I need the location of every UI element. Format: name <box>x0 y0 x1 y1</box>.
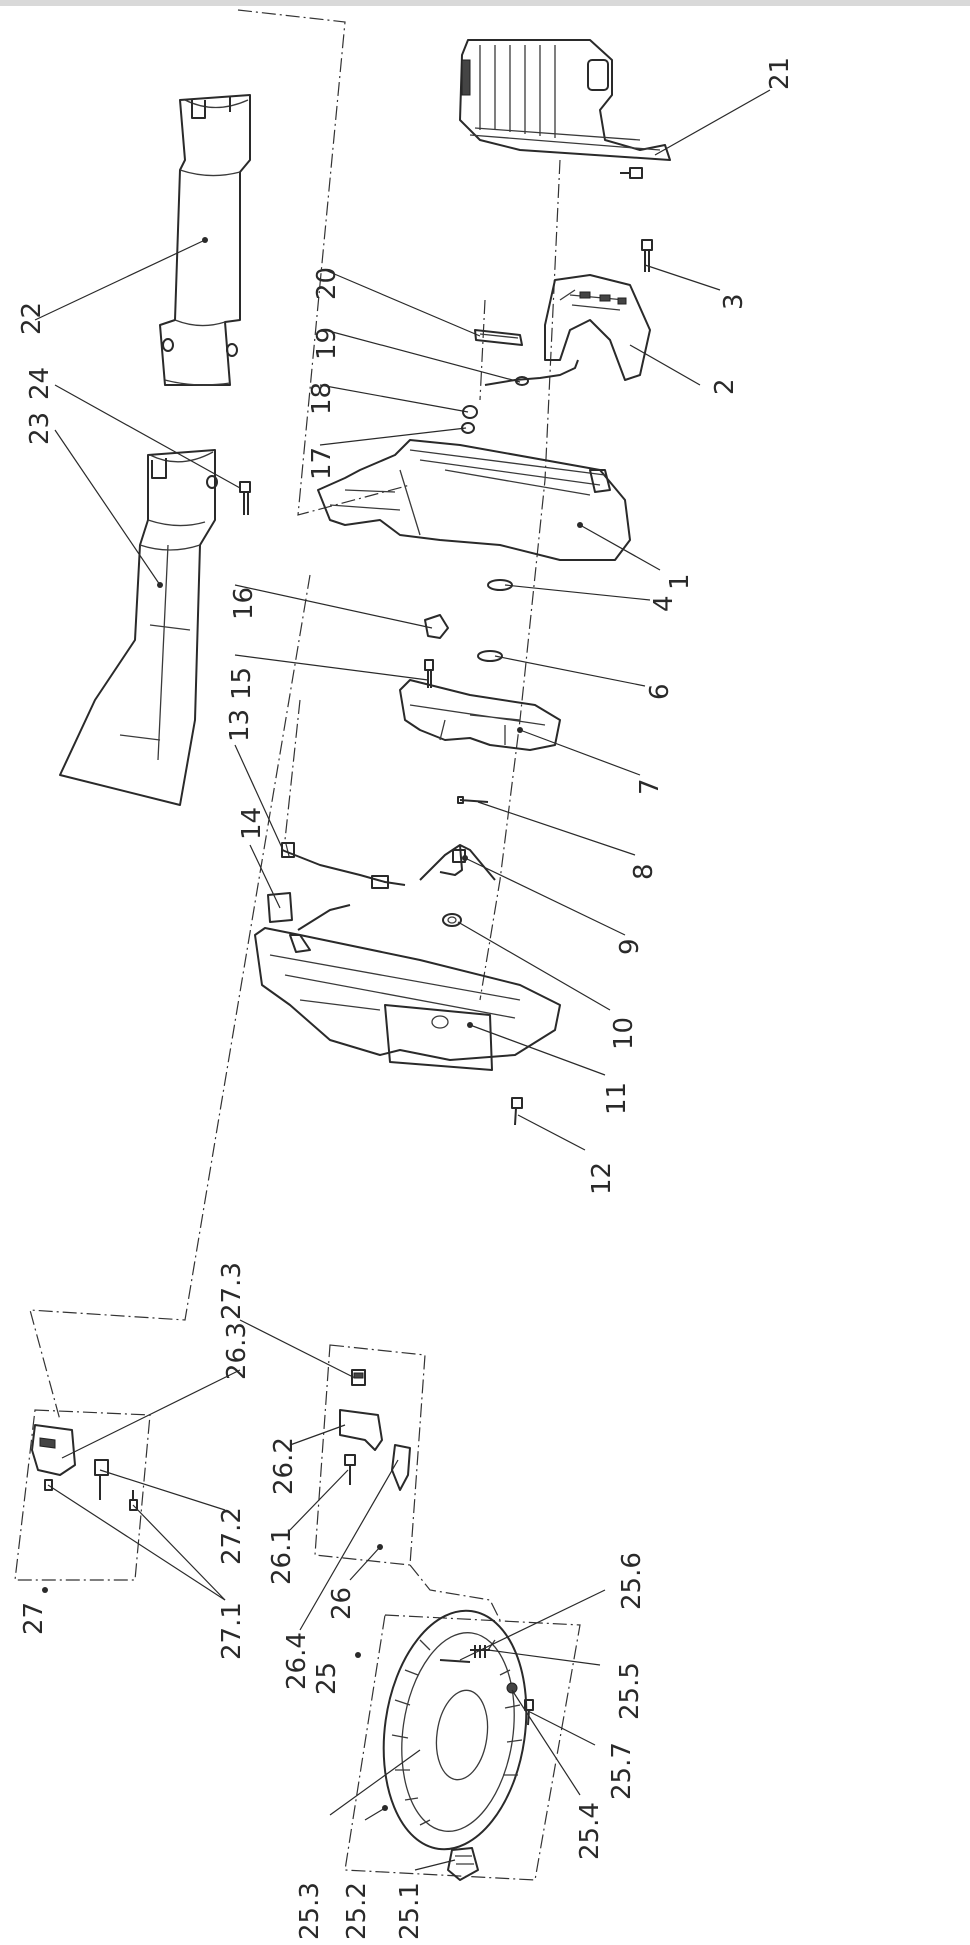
label-22: 22 <box>17 302 47 335</box>
label-26-2: 26.2 <box>269 1437 299 1495</box>
part-12-screw <box>511 1097 523 1126</box>
label-24: 24 <box>25 367 55 400</box>
label-15: 15 <box>227 667 257 700</box>
label-11: 11 <box>602 1082 632 1115</box>
part-25-6-pin <box>439 1659 471 1663</box>
box-27 <box>14 1409 151 1581</box>
label-27-2: 27.2 <box>217 1507 247 1565</box>
part-22-upper-tube <box>159 94 251 386</box>
part-1-main-housing <box>317 439 631 561</box>
part-19-cable <box>484 359 579 386</box>
axis-line-upper <box>479 299 486 401</box>
label-8: 8 <box>629 863 659 880</box>
part-10-nut <box>442 913 462 927</box>
part-labels: 1 2 3 4 6 7 8 9 10 11 12 13 14 15 16 17 … <box>17 57 795 1940</box>
label-9: 9 <box>615 938 645 955</box>
part-25-3-cover <box>382 1609 528 1851</box>
part-18-nut <box>462 405 478 419</box>
part-23-lower-tube <box>59 449 218 806</box>
label-17: 17 <box>307 447 337 480</box>
label-3: 3 <box>719 293 749 310</box>
assembly-outline-wire <box>284 699 301 861</box>
label-10: 10 <box>609 1017 639 1050</box>
part-9-impeller <box>419 844 496 881</box>
part-13-cable <box>281 842 406 889</box>
part-6-washer <box>477 650 503 662</box>
label-27-1: 27.1 <box>217 1602 247 1660</box>
label-26: 26 <box>327 1587 357 1620</box>
part-26-1-pin <box>344 1454 356 1485</box>
label-27-3: 27.3 <box>217 1262 247 1320</box>
part-27-3-switch-block <box>31 1424 76 1476</box>
label-25-7: 25.7 <box>607 1742 637 1800</box>
assembly-outline-cord <box>29 574 311 1421</box>
label-13: 13 <box>225 709 255 742</box>
part-14-switch <box>267 892 351 953</box>
top-edge-bar <box>0 0 970 6</box>
label-16: 16 <box>229 587 259 620</box>
part-16-clip <box>424 614 449 639</box>
part-27-2-spring <box>94 1459 109 1500</box>
label-25-2: 25.2 <box>342 1882 372 1940</box>
part-26-2-lever <box>339 1409 383 1451</box>
part-8-shaft-pin <box>457 796 489 804</box>
label-4: 4 <box>649 595 679 612</box>
part-11-front-housing <box>254 927 561 1071</box>
box-25 <box>344 1614 581 1881</box>
label-18: 18 <box>307 382 337 415</box>
leader-lines <box>34 89 771 1871</box>
label-25-6: 25.6 <box>617 1552 647 1610</box>
part-24-bolt <box>239 481 251 515</box>
label-12: 12 <box>587 1162 617 1195</box>
part-26-4-latch <box>391 1444 411 1491</box>
label-7: 7 <box>635 778 665 795</box>
label-1: 1 <box>665 573 695 590</box>
assembly-outline-upper <box>237 9 411 516</box>
part-25-1-knob <box>447 1847 479 1881</box>
part-26-3-connector <box>351 1369 366 1386</box>
connector-25-26 <box>409 1564 501 1621</box>
axis-line-main <box>479 159 561 1001</box>
label-26-3: 26.3 <box>222 1322 252 1380</box>
part-21-rear-housing <box>459 39 671 179</box>
part-2-handle <box>544 274 651 381</box>
label-25-4: 25.4 <box>575 1802 605 1860</box>
label-25: 25 <box>312 1662 342 1695</box>
label-25-5: 25.5 <box>615 1662 645 1720</box>
label-6: 6 <box>645 683 675 700</box>
part-20-clip <box>474 329 523 346</box>
part-25-4-nut <box>506 1682 518 1694</box>
part-4-washer <box>487 579 513 591</box>
label-26-4: 26.4 <box>282 1632 312 1690</box>
part-25-7-screw <box>524 1699 534 1726</box>
part-15-pin <box>424 659 434 688</box>
part-3-screw <box>641 239 653 272</box>
part-27-1-screws <box>44 1479 138 1511</box>
label-21: 21 <box>765 57 795 90</box>
label-14: 14 <box>237 807 267 840</box>
label-27: 27 <box>19 1602 49 1635</box>
label-19: 19 <box>312 327 342 360</box>
part-7-fan-cover <box>399 679 561 751</box>
label-25-1: 25.1 <box>395 1882 425 1940</box>
label-23: 23 <box>25 412 55 445</box>
label-20: 20 <box>312 267 342 300</box>
label-2: 2 <box>710 378 740 395</box>
label-25-3: 25.3 <box>295 1882 325 1940</box>
label-26-1: 26.1 <box>267 1527 297 1585</box>
